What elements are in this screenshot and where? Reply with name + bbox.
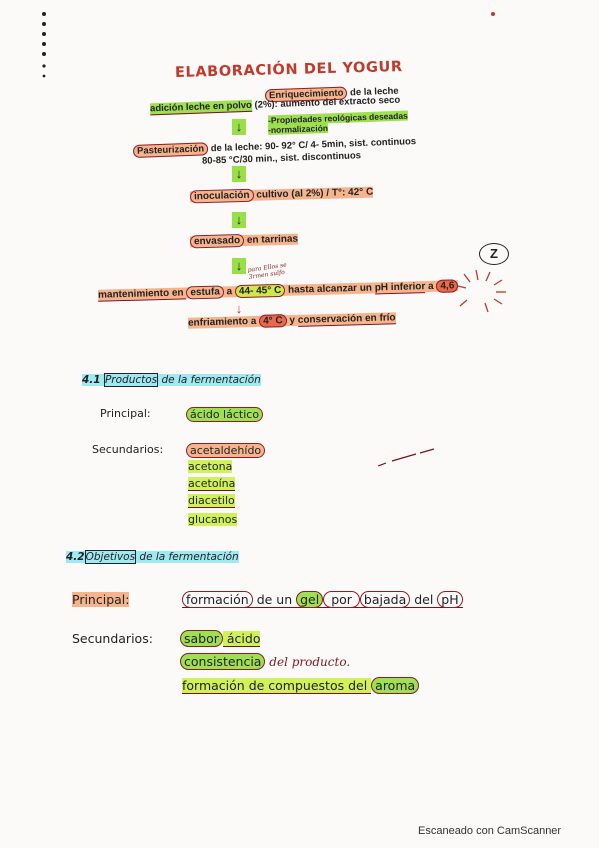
objetivo-aroma: formación de compuestos del aroma xyxy=(182,677,420,694)
sabor-word: sabor xyxy=(180,630,223,647)
objetivo-sabor: sabor ácido xyxy=(180,630,261,647)
enfriamiento-word: enfriamiento xyxy=(187,316,249,329)
arrow-down-icon: ↓ xyxy=(232,166,246,182)
secundario-item: acetaldehído xyxy=(186,443,266,458)
env-rest: en tarrinas xyxy=(243,233,299,246)
section-title-rest: de la fermentación xyxy=(158,374,261,386)
section-num: 4.1 xyxy=(82,374,101,386)
secundario-item: diacetilo xyxy=(188,494,235,508)
gel-word: gel xyxy=(296,591,324,608)
p2: de un xyxy=(252,592,297,607)
mantenimiento-line: mantenimiento en estufa a 44- 45° C hast… xyxy=(97,279,459,302)
acido-word: ácido xyxy=(222,631,261,647)
mant-g: a xyxy=(425,280,437,293)
section-num: 4.2 xyxy=(66,551,85,563)
sunburst-mark xyxy=(452,266,510,316)
p6: del xyxy=(410,592,438,607)
secundario-item: glucanos xyxy=(188,513,238,526)
ph-inferior: pH inferior xyxy=(374,281,426,295)
enf-b: a xyxy=(247,315,260,328)
inoculacion-line: inoculación cultivo (al 2%) / T°: 42° C xyxy=(189,186,374,204)
consistencia-word: consistencia xyxy=(180,653,266,670)
principal-label: Principal: xyxy=(100,407,151,420)
arrow-down-icon: ↓ xyxy=(232,212,246,228)
principal-label-42: Principal: xyxy=(72,592,130,607)
por-word: por xyxy=(323,591,360,608)
envasado-word: envasado xyxy=(189,233,245,249)
step-inoculacion: inoculación cultivo (al 2%) / T°: 42° C xyxy=(189,186,374,204)
acido-lactico: ácido láctico xyxy=(186,407,264,422)
envasado-line: envasado en tarrinas xyxy=(189,233,299,249)
section-title-rest: de la fermentación xyxy=(136,551,239,563)
secundario-item: acetona xyxy=(188,460,233,473)
secundarios-label-42: Secundarios: xyxy=(72,631,153,646)
inoculacion-word: inoculación xyxy=(189,188,254,204)
temp-4: 4° C xyxy=(258,314,287,328)
secundarios-label: Secundarios: xyxy=(92,443,164,456)
mant-e: hasta alcanzar un xyxy=(285,282,375,296)
page-title: ELABORACIÓN DEL YOGUR xyxy=(174,59,403,81)
step-mantenimiento: mantenimiento en estufa a 44- 45° C hast… xyxy=(97,279,459,302)
formacion-word: formación xyxy=(182,591,253,608)
normalizacion: -normalización xyxy=(267,122,329,136)
step-envasado: envasado en tarrinas xyxy=(189,233,299,249)
circled-mark-icon: Z xyxy=(479,243,509,265)
mant-c: a xyxy=(223,286,236,298)
objetivo-principal: formación de un gel por bajada del pH xyxy=(182,591,463,608)
objetivos-word: Objetivos xyxy=(84,550,137,564)
enf-d: y xyxy=(286,314,298,327)
productos-word: Productos xyxy=(103,373,159,387)
bajada-word: bajada xyxy=(359,591,411,608)
pasteurizacion-word: Pasteurización xyxy=(132,142,209,158)
formacion-compuestos: formación de compuestos del xyxy=(182,678,372,694)
scanner-watermark: Escaneado con CamScanner xyxy=(418,825,562,837)
ph-word: pH xyxy=(437,591,463,608)
propiedades: -Propiedades reológicas deseadas xyxy=(267,110,408,126)
estufa-word: estufa xyxy=(186,285,225,300)
mant-a: mantenimiento en xyxy=(97,287,187,302)
conservacion-frio: conservación en frío xyxy=(297,312,396,327)
adicion-leche: adición leche en polvo xyxy=(149,99,253,116)
objetivo-consistencia: consistencia del producto. xyxy=(180,653,351,670)
arrow-down-icon: ↓ xyxy=(235,301,243,316)
inoc-rest: cultivo (al 2%) / T°: 42° C xyxy=(253,186,374,201)
section-4-2-title: 4.2Objetivos de la fermentación xyxy=(66,550,239,564)
pen-stroke xyxy=(376,448,436,468)
section-4-1-title: 4.1 Productos de la fermentación xyxy=(82,373,261,387)
handwritten-del-producto: del producto. xyxy=(265,655,351,669)
arrow-down-icon: ↓ xyxy=(232,258,246,274)
step-enfriamiento: enfriamiento a 4° C y conservación en fr… xyxy=(187,312,396,329)
secundario-item: acetoína xyxy=(188,477,236,491)
red-dot xyxy=(491,12,495,16)
principal-label-text: Principal: xyxy=(72,592,130,607)
aroma-word: aroma xyxy=(371,677,420,694)
enfriamiento-line: enfriamiento a 4° C y conservación en fr… xyxy=(187,312,396,329)
temp-44-45: 44- 45° C xyxy=(234,283,286,299)
handwritten-note-small: para Ellos se 3rmen sulfo xyxy=(247,261,288,281)
binding-marks xyxy=(40,8,48,78)
arrow-down-icon: ↓ xyxy=(232,119,246,135)
